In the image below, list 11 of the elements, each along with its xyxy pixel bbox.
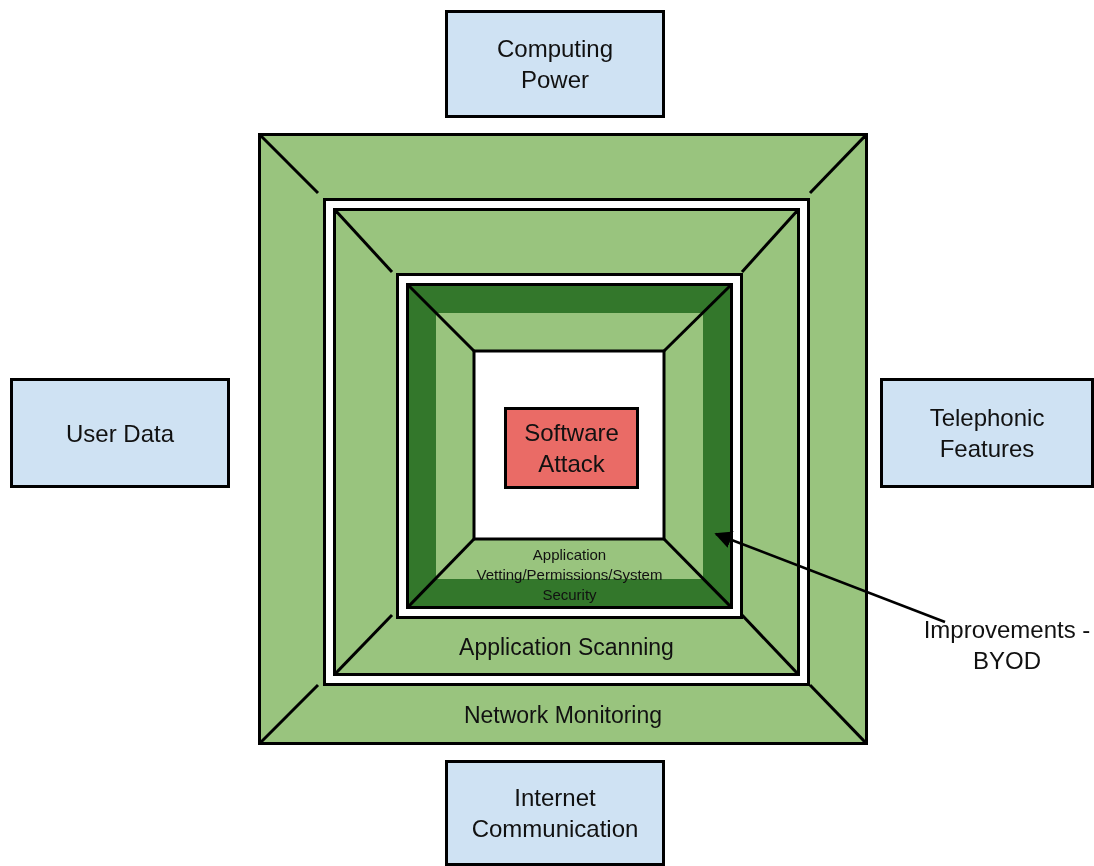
component-box: Telephonic Features: [880, 378, 1094, 488]
callout-text: Improvements - BYOD: [920, 598, 1094, 692]
leader-arrow: [714, 531, 946, 624]
layer-frame: [258, 133, 868, 745]
layer-label: Application Scanning: [458, 634, 675, 661]
component-box: Computing Power: [445, 10, 665, 118]
layer-label: Network Monitoring: [462, 702, 664, 729]
threat-box: Software Attack: [504, 407, 639, 489]
component-box: Internet Communication: [445, 760, 665, 866]
component-box: User Data: [10, 378, 230, 488]
layer-label: Application Vetting/Permissions/System Security: [475, 545, 664, 605]
